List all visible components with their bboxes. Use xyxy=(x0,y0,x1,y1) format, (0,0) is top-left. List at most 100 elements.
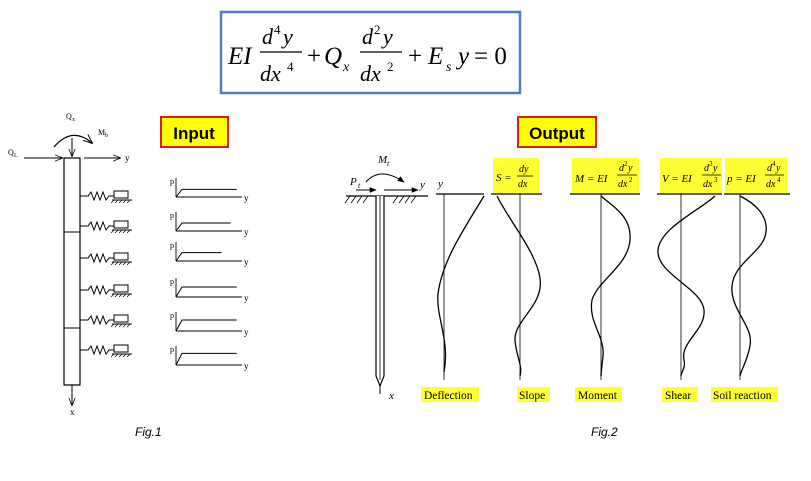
py-curve-line xyxy=(175,188,237,198)
soil-spring xyxy=(80,314,132,328)
reaction-formula-highlight xyxy=(725,158,787,193)
soil-spring xyxy=(80,220,132,234)
deflection-label: Deflection xyxy=(424,390,473,402)
shear-num-y: y xyxy=(712,163,718,174)
shear-num-sup: 3 xyxy=(709,160,713,168)
shear-label-highlight xyxy=(662,387,698,402)
fig2-moment-arrow xyxy=(365,173,405,183)
eq-plus-2: + xyxy=(408,43,422,70)
governing-equation: EI d 4 y dx 4 + Q x d 2 y dx 2 + E s y =… xyxy=(219,10,522,95)
py-y-label: y xyxy=(244,327,249,337)
fig2-caption: Fig.2 xyxy=(591,425,618,439)
fig1-qx-label: Q xyxy=(66,112,72,121)
py-y-label: y xyxy=(244,361,249,371)
slope-curve xyxy=(496,195,541,377)
shear-den: dx xyxy=(703,179,713,190)
shear-curve xyxy=(657,195,716,377)
slope-label: Slope xyxy=(519,390,545,402)
fig1-qx-sub: x xyxy=(72,117,75,123)
fig1-mb-sub: b xyxy=(105,133,108,139)
eq-e: E xyxy=(427,43,443,70)
fig1-mb-label: M xyxy=(98,128,105,137)
shear-formula-highlight xyxy=(660,158,722,193)
fig2-mt-label: M xyxy=(377,154,388,166)
moment-num: d xyxy=(619,163,625,174)
py-curve-line xyxy=(175,352,237,366)
py-curve: py xyxy=(170,241,249,267)
py-p-label: p xyxy=(170,345,174,354)
fig1-x-label: x xyxy=(70,407,75,417)
soil-spring xyxy=(80,190,132,204)
output-badge: Output xyxy=(517,116,597,148)
moment-curve xyxy=(590,195,631,377)
fig1-y-label: y xyxy=(125,153,130,163)
eq-y2: y xyxy=(381,24,393,49)
soil-spring xyxy=(80,284,132,298)
moment-den: dx xyxy=(618,179,628,190)
shear-num: d xyxy=(704,163,710,174)
reaction-den: dx xyxy=(766,179,776,190)
py-p-label: p xyxy=(170,277,174,286)
slope-formula-highlight xyxy=(493,158,539,193)
moment-den-sup: 2 xyxy=(629,176,633,184)
eq-dx1: dx xyxy=(260,61,281,86)
py-p-label: p xyxy=(170,241,174,250)
fig2-pt-sub: t xyxy=(358,181,361,190)
slope-label-highlight xyxy=(517,387,550,402)
slope-lhs: S = xyxy=(496,172,512,184)
py-curve: py xyxy=(170,311,249,337)
shear-lhs: V = EI xyxy=(662,173,693,185)
fig1-ql-label: Q xyxy=(8,148,14,157)
input-badge-label: Input xyxy=(173,124,215,143)
eq-y3: y xyxy=(455,43,470,70)
py-curve-line xyxy=(175,222,231,232)
deflection-label-highlight xyxy=(421,387,479,402)
eq-q: Q xyxy=(324,43,342,70)
eq-ei: EI xyxy=(227,43,253,70)
deflection-curve xyxy=(437,195,485,373)
slope-den: dx xyxy=(518,179,528,190)
fig2-mt-sub: t xyxy=(387,159,390,168)
reaction-num-y: y xyxy=(775,163,781,174)
fig1-soil-springs xyxy=(80,190,132,358)
eq-q-sub: x xyxy=(342,60,350,75)
eq-d1: d xyxy=(262,24,274,49)
reaction-num-sup: 4 xyxy=(772,160,776,168)
fig2-soil-reaction-plot: p = EI d 4 y dx 4 Soil reaction xyxy=(711,158,790,402)
eq-q1: 4 xyxy=(287,59,294,74)
moment-num-sup: 2 xyxy=(624,160,628,168)
moment-label: Moment xyxy=(578,390,618,402)
eq-y1: y xyxy=(281,24,293,49)
eq-q2: 2 xyxy=(387,59,394,74)
output-badge-box xyxy=(517,116,597,148)
fig2-slope-plot: S = dy dx Slope xyxy=(491,158,550,402)
moment-formula-highlight xyxy=(572,158,639,193)
moment-num-y: y xyxy=(627,163,633,174)
py-y-label: y xyxy=(244,293,249,303)
fig2-pt-label: P xyxy=(349,176,357,188)
slope-num: dy xyxy=(519,164,529,175)
fig2-deflection-plot: y Deflection xyxy=(421,178,485,402)
reaction-curve xyxy=(731,195,767,377)
py-p-label: p xyxy=(170,177,174,186)
py-y-label: y xyxy=(244,193,249,203)
input-badge: Input xyxy=(160,116,229,148)
soil-spring xyxy=(80,344,132,358)
moment-label-highlight xyxy=(575,387,622,402)
py-p-label: p xyxy=(170,311,174,320)
output-badge-label: Output xyxy=(529,124,585,143)
fig2-y-label: y xyxy=(419,179,425,191)
fig2-ground-hatch xyxy=(344,195,417,204)
reaction-num: d xyxy=(767,163,773,174)
reaction-lhs: p = EI xyxy=(726,173,757,185)
py-curve-line xyxy=(175,319,237,332)
moment-lhs: M = EI xyxy=(574,173,609,185)
fig1-ql-sub: L xyxy=(14,153,18,159)
fig1-pile xyxy=(63,157,81,386)
eq-p1: 4 xyxy=(274,22,281,37)
eq-p2: 2 xyxy=(374,22,381,37)
fig2-shear-plot: V = EI d 3 y dx 3 Shear xyxy=(657,158,722,402)
